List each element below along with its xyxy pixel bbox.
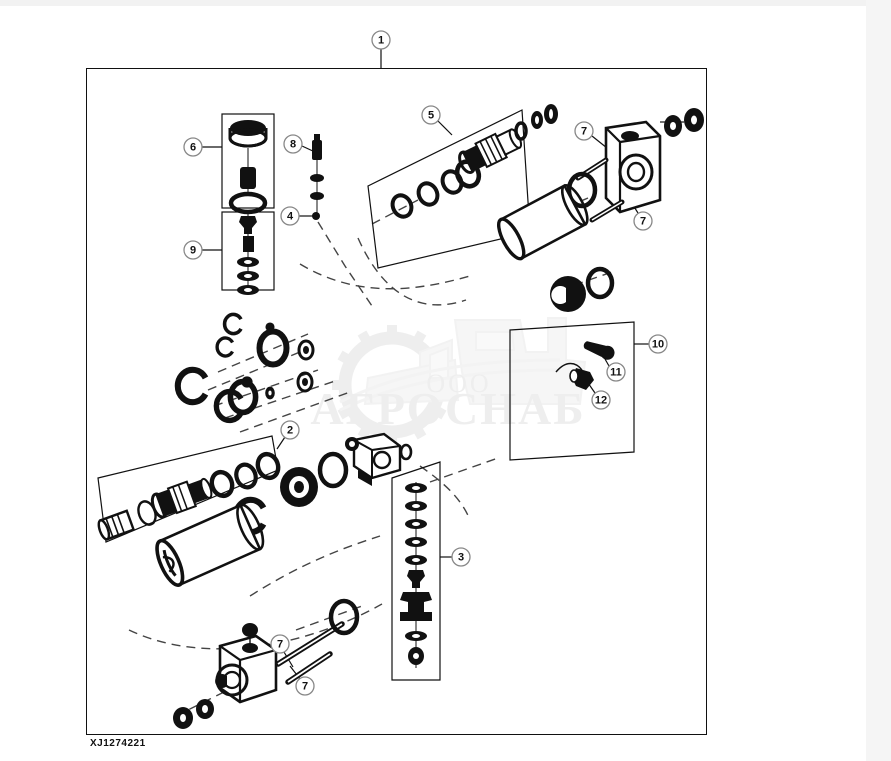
valve-body-upper bbox=[566, 108, 704, 223]
callout-2[interactable]: 2 bbox=[280, 420, 300, 440]
callout-circle bbox=[421, 105, 441, 125]
sleeve-upper bbox=[497, 183, 589, 261]
callout-circle bbox=[648, 334, 668, 354]
callout-circle bbox=[270, 634, 290, 654]
bracket-center bbox=[345, 432, 413, 486]
callout-label: 7 bbox=[277, 639, 283, 651]
callout-label: 2 bbox=[287, 425, 293, 437]
callout-circle bbox=[574, 121, 594, 141]
callout-1[interactable]: 1 bbox=[371, 30, 391, 50]
callout-label: 8 bbox=[290, 139, 296, 151]
callout-circle bbox=[451, 547, 471, 567]
callout-7[interactable]: 7 bbox=[295, 676, 315, 696]
part-group-2 bbox=[97, 451, 282, 541]
callout-10[interactable]: 10 bbox=[648, 334, 668, 354]
callout-7[interactable]: 7 bbox=[574, 121, 594, 141]
callout-11[interactable]: 11 bbox=[606, 362, 626, 382]
svg-text:ООО: ООО bbox=[426, 369, 491, 398]
box-10 bbox=[509, 321, 635, 461]
valve-body-lower bbox=[173, 598, 360, 729]
group-boxes bbox=[97, 109, 635, 681]
callout-5[interactable]: 5 bbox=[421, 105, 441, 125]
watermark-agrosnab: ООО АГРОСНАБ bbox=[310, 317, 587, 445]
callout-circle bbox=[283, 134, 303, 154]
callout-label: 6 bbox=[190, 142, 196, 154]
callout-label: 3 bbox=[458, 552, 464, 564]
part-number-label: XJ1274221 bbox=[90, 738, 146, 749]
plug-6 bbox=[240, 167, 256, 189]
fitting-12 bbox=[569, 368, 594, 390]
callout-circle bbox=[280, 206, 300, 226]
part-group-6 bbox=[228, 120, 268, 215]
bolt-11 bbox=[583, 341, 615, 360]
svg-text:АГРОСНАБ: АГРОСНАБ bbox=[310, 383, 585, 434]
callout-label: 11 bbox=[610, 367, 622, 379]
callout-12[interactable]: 12 bbox=[591, 390, 611, 410]
callout-circle bbox=[295, 676, 315, 696]
callout-circle bbox=[591, 390, 611, 410]
part-group-9 bbox=[237, 212, 259, 295]
sleeve-lower bbox=[155, 503, 265, 587]
oring-cluster-center bbox=[178, 312, 315, 420]
callout-label: 5 bbox=[428, 110, 434, 122]
part-group-3 bbox=[400, 482, 432, 668]
cartridge-valve-5 bbox=[458, 128, 523, 175]
callout-circle bbox=[371, 30, 391, 50]
callout-8[interactable]: 8 bbox=[283, 134, 303, 154]
page-right-strip bbox=[866, 0, 891, 761]
assembly-dashed-lines bbox=[128, 121, 688, 717]
callout-3[interactable]: 3 bbox=[451, 547, 471, 567]
callout-7[interactable]: 7 bbox=[270, 634, 290, 654]
callout-label: 7 bbox=[302, 681, 308, 693]
callout-9[interactable]: 9 bbox=[183, 240, 203, 260]
callout-7[interactable]: 7 bbox=[633, 211, 653, 231]
callout-label: 10 bbox=[652, 339, 664, 351]
callout-6[interactable]: 6 bbox=[183, 137, 203, 157]
callout-circle bbox=[606, 362, 626, 382]
cartridge-valve-2 bbox=[150, 477, 213, 519]
callout-circle bbox=[183, 137, 203, 157]
valve-cone-3 bbox=[400, 592, 432, 621]
seal-cluster-right bbox=[550, 266, 615, 312]
part-group-8 bbox=[310, 134, 324, 216]
page-top-strip bbox=[0, 0, 891, 6]
callout-label: 4 bbox=[287, 211, 294, 223]
part-group-5 bbox=[389, 104, 558, 220]
box-3 bbox=[391, 461, 441, 681]
callout-layer: 1 6 8 9 4 5 7 7 10 11 12 2 3 7 7 bbox=[183, 30, 668, 696]
bearing-center bbox=[280, 451, 349, 507]
callout-label: 9 bbox=[190, 245, 196, 257]
box-6 bbox=[221, 113, 275, 209]
knob-lower bbox=[242, 623, 258, 637]
part-group-10 bbox=[555, 341, 615, 390]
callout-4[interactable]: 4 bbox=[280, 206, 300, 226]
callout-label: 12 bbox=[595, 395, 607, 407]
callout-label: 7 bbox=[640, 216, 646, 228]
leader-dot-4 bbox=[312, 212, 320, 220]
callout-circle bbox=[183, 240, 203, 260]
callout-circle bbox=[280, 420, 300, 440]
callout-label: 7 bbox=[581, 126, 587, 138]
callout-label: 1 bbox=[378, 35, 384, 47]
diagram-frame-border bbox=[86, 68, 707, 735]
callout-circle bbox=[633, 211, 653, 231]
